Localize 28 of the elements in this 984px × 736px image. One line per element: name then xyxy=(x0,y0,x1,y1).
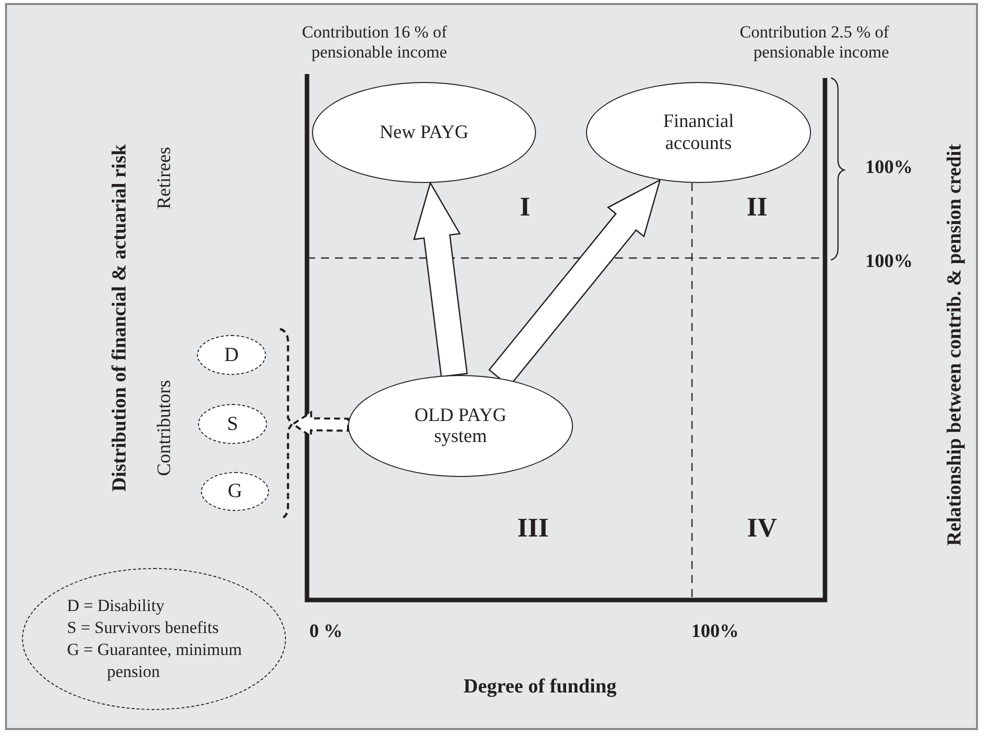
node-label: New PAYG xyxy=(380,122,468,144)
text-label: II xyxy=(746,191,768,223)
text-label: 100% xyxy=(865,157,913,179)
node-label: Financial accounts xyxy=(662,111,735,154)
node-label: G xyxy=(228,480,242,503)
key-entry: G = Guarantee, minimum pension xyxy=(67,639,243,684)
block-arrow xyxy=(413,181,468,378)
node-label: S xyxy=(226,412,238,436)
text-label: Contribution 2.5 % of pensionable income xyxy=(738,22,889,62)
key-entry: D = Disability xyxy=(67,594,166,617)
key-entry: S = Survivors benefits xyxy=(67,616,220,639)
text-label: 100% xyxy=(865,251,913,273)
text-label: 0 % xyxy=(309,621,343,643)
text-label: Degree of funding xyxy=(464,676,616,698)
axis-title: Distribution of financial & actuarial risk xyxy=(108,144,132,492)
text-label: I xyxy=(520,191,530,223)
key-oval xyxy=(22,568,286,710)
text-label: Contribution 16 % of pensionable income xyxy=(301,22,447,62)
bracket xyxy=(279,328,293,520)
axis-title: Contributors xyxy=(154,380,176,476)
axis-title: Relationship between contrib. & pension credit xyxy=(944,144,966,546)
text-label: IV xyxy=(747,512,777,544)
node-label: OLD PAYG system xyxy=(413,404,508,448)
text-label: III xyxy=(517,512,549,544)
node-label: D xyxy=(224,344,239,366)
axis-title: Retirees xyxy=(154,146,176,210)
dashed-block-arrow xyxy=(291,410,350,438)
text-label: 100% xyxy=(691,621,739,643)
